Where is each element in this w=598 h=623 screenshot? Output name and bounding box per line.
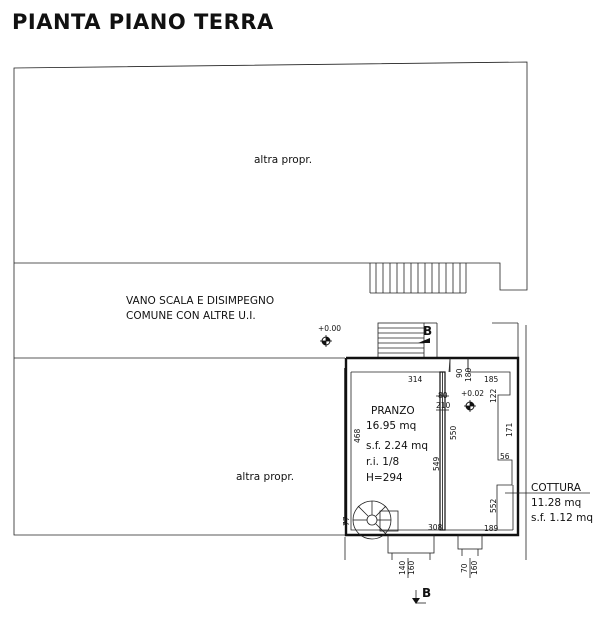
dim-180a: 180 [464, 367, 473, 382]
dim-160a: 160 [407, 560, 416, 575]
section-mark-top: B [418, 324, 432, 343]
dim-80: 80 [438, 391, 448, 400]
room-cottura: COTTURA 11.28 mq s.f. 1.12 mq [505, 482, 593, 524]
spiral-staircase [352, 500, 399, 540]
dim-90: 90 [455, 368, 464, 378]
dim-56: 56 [500, 452, 510, 461]
pranzo-height: H=294 [366, 472, 403, 484]
pranzo-area: 16.95 mq [366, 420, 416, 432]
dim-185: 185 [484, 375, 499, 384]
pranzo-ri: r.i. 1/8 [366, 456, 399, 468]
dim-550: 550 [449, 425, 458, 440]
dim-77: 77 [342, 516, 351, 526]
dim-210: 210 [436, 401, 451, 410]
section-mark-bottom-letter: B [422, 586, 431, 600]
upper-stair-treads [369, 263, 467, 294]
dim-468: 468 [353, 428, 362, 443]
dim-549: 549 [432, 456, 441, 471]
top-neighbor-label: altra propr. [254, 154, 312, 166]
level-interior-text: +0.02 [461, 389, 484, 398]
stair-label-line1: VANO SCALA E DISIMPEGNO [126, 295, 274, 307]
dim-70: 70 [460, 563, 469, 573]
dim-171: 171 [505, 422, 514, 437]
dim-308: 308 [428, 523, 443, 532]
section-mark-bottom: B [412, 586, 431, 604]
cottura-name: COTTURA [531, 482, 582, 494]
dim-552: 552 [489, 498, 498, 513]
top-neighbor-block: altra propr. [13, 61, 528, 291]
common-stair-area: VANO SCALA E DISIMPEGNO COMUNE CON ALTRE… [13, 263, 519, 359]
dim-122: 122 [489, 388, 498, 403]
lower-stair-treads [377, 322, 438, 359]
bottom-neighbor-label: altra propr. [236, 471, 294, 483]
level-marker-common: +0.00 [318, 324, 341, 347]
pranzo-sf: s.f. 2.24 mq [366, 440, 428, 452]
dim-189: 189 [484, 524, 499, 533]
room-pranzo: PRANZO 16.95 mq s.f. 2.24 mq r.i. 1/8 H=… [366, 405, 428, 484]
cottura-area: 11.28 mq [531, 497, 581, 509]
apartment-walls [344, 325, 527, 560]
dim-140: 140 [398, 560, 407, 575]
pranzo-name: PRANZO [371, 405, 415, 417]
dimension-labels: 314 90 180 185 80 210 122 468 550 549 17… [342, 367, 514, 578]
bottom-neighbor-block: altra propr. [13, 358, 345, 536]
level-common-text: +0.00 [318, 324, 341, 333]
level-marker-interior: +0.02 [461, 389, 484, 412]
dim-160b: 160 [470, 560, 479, 575]
cottura-sf: s.f. 1.12 mq [531, 512, 593, 524]
dim-314: 314 [408, 375, 423, 384]
plan-title: PIANTA PIANO TERRA [12, 10, 274, 34]
stair-label-line2: COMUNE CON ALTRE U.I. [126, 310, 256, 322]
section-mark-top-letter: B [423, 324, 432, 338]
